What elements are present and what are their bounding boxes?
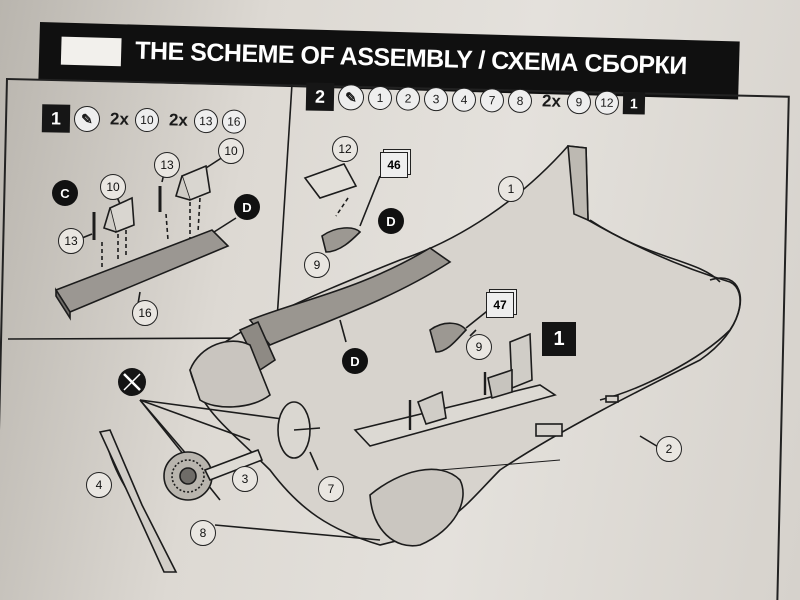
callout-4: 4 xyxy=(86,472,112,498)
step2-qty: 2x xyxy=(541,91,562,111)
step1-header: 1 ✎ 2x 10 2x 13 16 xyxy=(41,104,247,136)
mark-d-step1: D xyxy=(234,194,260,220)
callout-3: 3 xyxy=(232,466,258,492)
no-glue-icon xyxy=(118,368,146,396)
callout-13-right: 13 xyxy=(154,152,180,178)
side-panel-9-lower xyxy=(429,322,468,353)
decal-47: 47 xyxy=(486,292,514,318)
step1-number: 1 xyxy=(41,104,71,133)
step1-qty-b: 2x xyxy=(168,110,189,130)
step2-part-1: 1 xyxy=(367,85,393,111)
callout-9-upper: 9 xyxy=(304,252,330,278)
chin-intake xyxy=(369,468,464,547)
instrument-panel-12 xyxy=(303,163,358,199)
tail-fin xyxy=(567,145,589,222)
decal-46: 46 xyxy=(380,152,408,178)
seat-left xyxy=(416,390,447,425)
step1-part-c: 16 xyxy=(221,109,247,134)
step2-number: 2 xyxy=(305,82,335,112)
callout-16: 16 xyxy=(132,300,158,326)
step2-ref-step: 1 xyxy=(622,92,646,115)
callout-2: 2 xyxy=(656,436,682,462)
callout-10-left: 10 xyxy=(100,174,126,200)
glue-tube-icon: ✎ xyxy=(337,84,365,111)
inset-step-ref: 1 xyxy=(542,322,576,356)
step1-qty-a: 2x xyxy=(109,109,130,129)
step2-part-7: 7 xyxy=(479,88,505,113)
mark-d-upper: D xyxy=(378,208,404,234)
mark-d-lower: D xyxy=(342,348,368,374)
step1-part-b: 13 xyxy=(193,108,219,134)
tail-plane xyxy=(599,277,742,401)
mark-c: C xyxy=(52,180,78,206)
callout-8: 8 xyxy=(190,520,216,546)
glue-tube-icon: ✎ xyxy=(73,105,101,133)
step2-part-9: 9 xyxy=(566,89,592,115)
step2-part-8: 8 xyxy=(507,88,533,114)
seat-right xyxy=(509,332,533,390)
cockpit-interior xyxy=(248,247,452,346)
step2-part-12: 12 xyxy=(594,90,620,116)
shaft-3 xyxy=(203,448,264,482)
panel-divider-vertical xyxy=(275,83,293,337)
nose-cowl xyxy=(189,340,271,408)
callout-12: 12 xyxy=(332,136,358,162)
callout-9-lower: 9 xyxy=(466,334,492,360)
step2-part-3: 3 xyxy=(423,86,449,112)
step2-part-2: 2 xyxy=(395,86,421,111)
step2-part-4: 4 xyxy=(451,87,477,113)
callout-10-right: 10 xyxy=(218,138,244,164)
side-panel-9-upper xyxy=(321,227,362,253)
cockpit-floor xyxy=(353,384,557,447)
step1-part-a: 10 xyxy=(134,107,160,133)
callout-13-left: 13 xyxy=(58,228,84,254)
callout-7: 7 xyxy=(318,476,344,502)
callout-1: 1 xyxy=(498,176,524,202)
